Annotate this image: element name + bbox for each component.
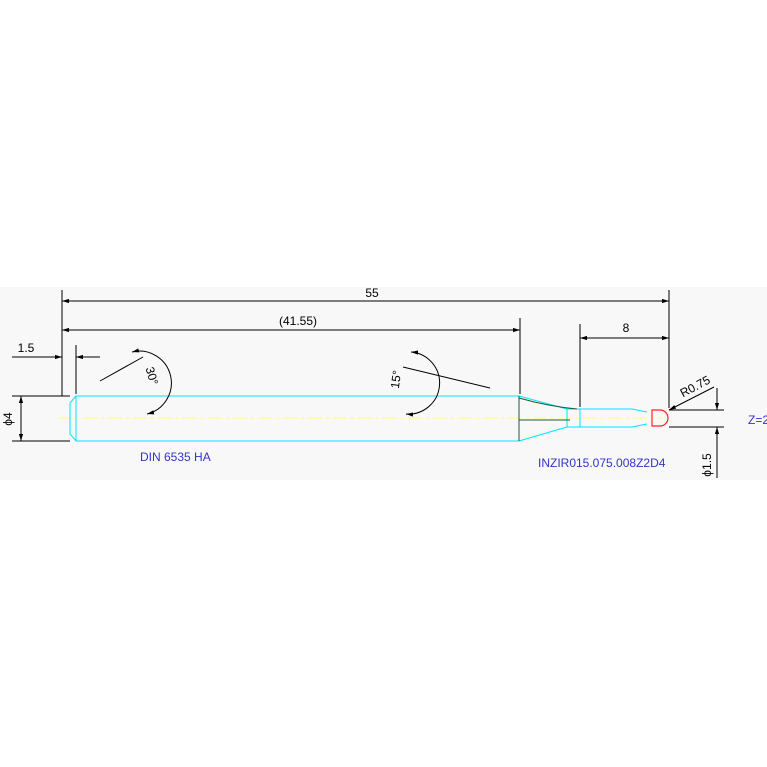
dim-taper-angle-text: 15° (388, 369, 404, 389)
dim-chamfer-angle (99, 348, 172, 415)
dim-tip-radius (668, 386, 715, 411)
dim-taper-angle (402, 350, 491, 417)
dim-chamfer-angle-text: 30° (143, 365, 162, 386)
dim-neck-length (579, 324, 669, 407)
flute-lines (518, 396, 578, 441)
dim-shank-diameter (12, 395, 70, 442)
dim-chamfer-length-text: 1.5 (18, 341, 35, 355)
flute-count-label: Z=2 (748, 413, 767, 427)
dim-tip-diameter-text: ϕ1.5 (700, 453, 714, 477)
dim-shank-length-text: (41.55) (279, 314, 317, 328)
shank-standard-label: DIN 6535 HA (140, 450, 211, 464)
dim-tip-diameter (669, 388, 724, 478)
dim-shank-diameter-text: ϕ4 (1, 412, 15, 426)
dim-neck-length-text: 8 (623, 321, 630, 335)
dim-shank-length (62, 318, 521, 394)
dim-overall-length-text: 55 (365, 286, 379, 300)
dim-chamfer-length (12, 345, 100, 394)
dim-overall-length (61, 290, 670, 408)
drawing-panel (0, 287, 767, 480)
ball-tip (651, 409, 669, 427)
part-number-label: INZIR015.075.008Z2D4 (538, 456, 666, 470)
